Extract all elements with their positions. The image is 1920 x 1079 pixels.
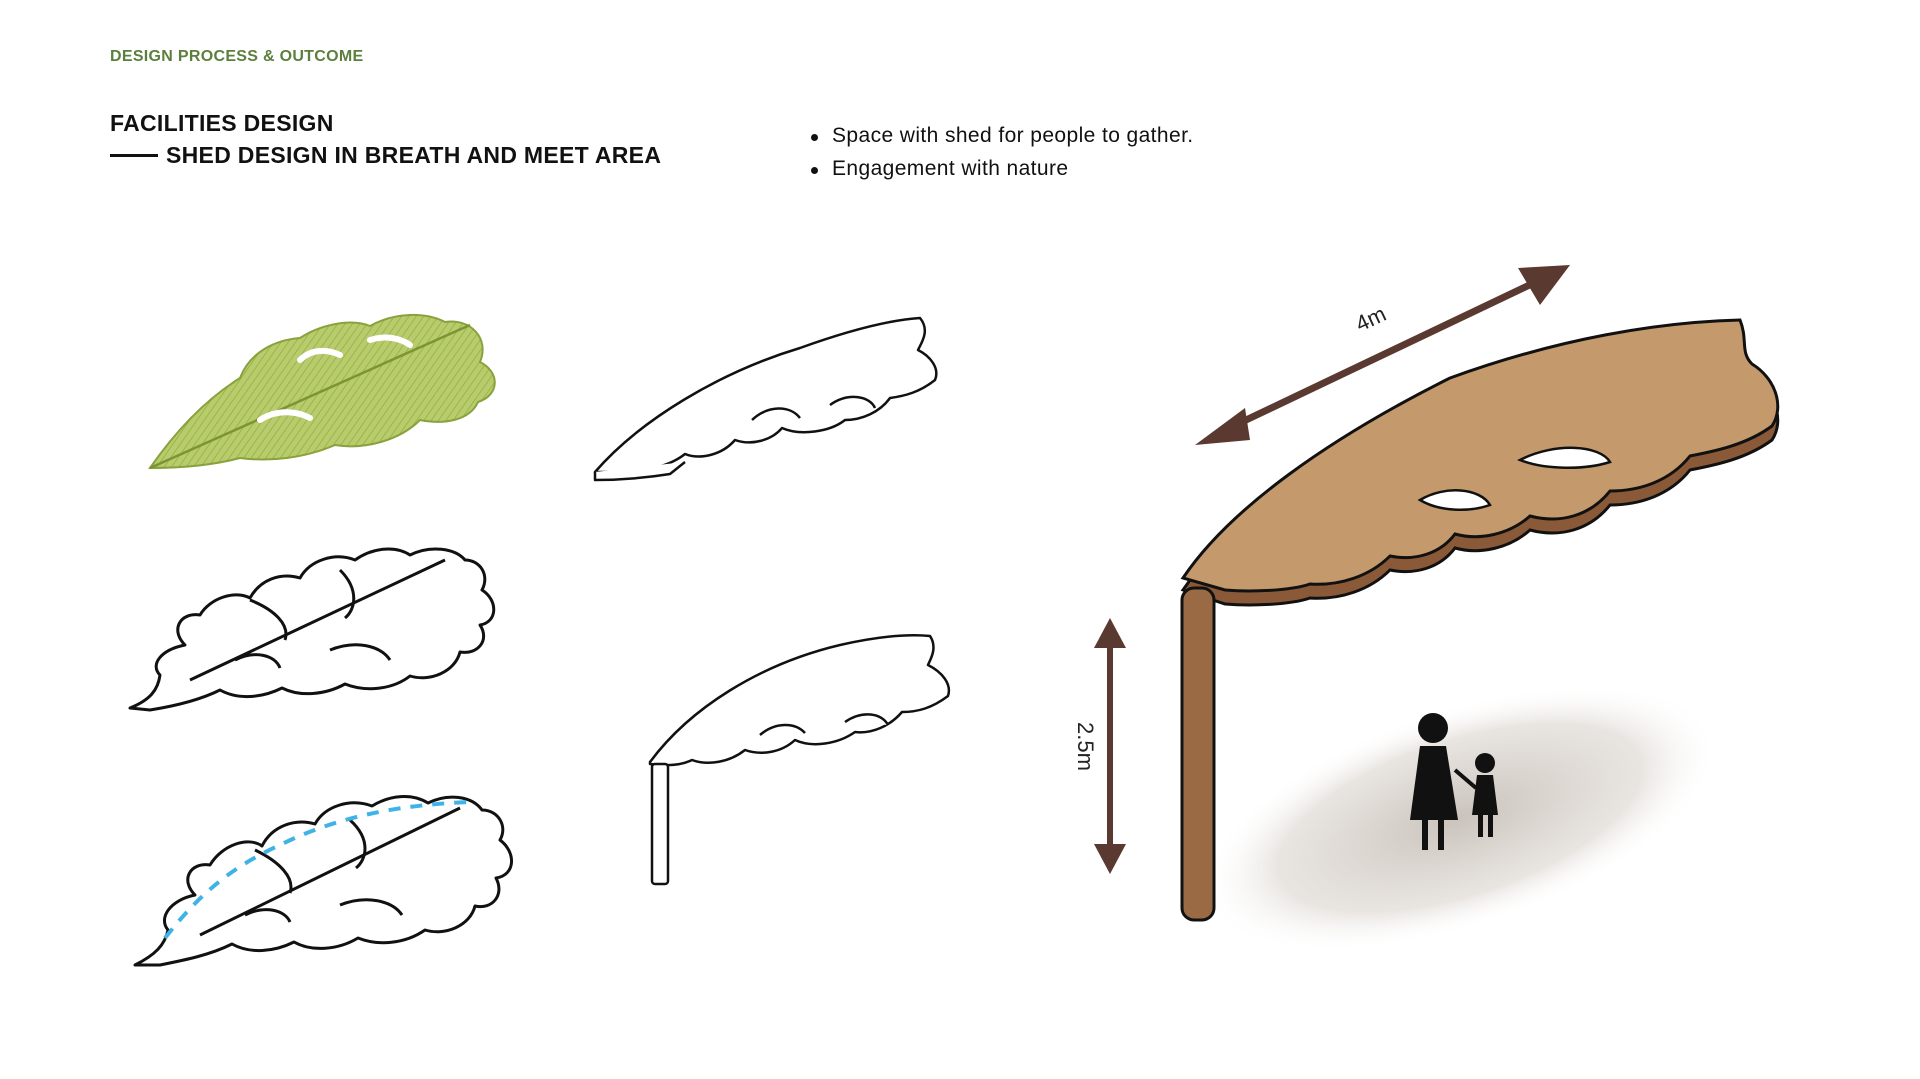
- post: [650, 762, 670, 886]
- width-dimension: 4m: [1195, 265, 1570, 445]
- width-arrow-line: [1223, 276, 1542, 434]
- leaf-outline-lobes: [244, 818, 404, 923]
- leaf-outline: [128, 547, 496, 712]
- shed-illustration: [1180, 318, 1780, 952]
- adult-leg: [1422, 820, 1428, 850]
- leaf-outline: [133, 795, 513, 967]
- leaf-outline-guide-sketch: [133, 795, 513, 967]
- adult-body: [1410, 746, 1458, 820]
- height-dimension: 2.5m: [1073, 618, 1126, 874]
- width-label: 4m: [1352, 301, 1390, 337]
- guide-curve: [163, 800, 471, 940]
- leaf-midrib: [149, 323, 471, 470]
- leaf-outline-midrib: [199, 806, 461, 937]
- height-label: 2.5m: [1073, 722, 1098, 771]
- page-title: FACILITIES DESIGN: [110, 110, 334, 136]
- title-dash: [110, 154, 158, 157]
- height-arrow-head-bottom: [1094, 844, 1126, 874]
- leaf-outline-midrib: [189, 558, 446, 682]
- width-arrow-head-left: [1195, 408, 1250, 445]
- leaf-lobe-gaps: [257, 334, 413, 423]
- bullet-list: Space with shed for people to gather. En…: [808, 124, 1194, 190]
- canopy-top: [593, 316, 938, 474]
- child-body: [1472, 775, 1498, 815]
- canopy-top: [648, 634, 951, 767]
- canopy-post-sketch: [648, 634, 951, 886]
- page-subtitle-text: SHED DESIGN IN BREATH AND MEET AREA: [166, 142, 662, 168]
- bullet-item: Space with shed for people to gather.: [808, 124, 1194, 148]
- canopy-holes: [751, 395, 877, 421]
- bullet-item: Engagement with nature: [808, 157, 1194, 181]
- child-head: [1475, 753, 1495, 773]
- page-subtitle: SHED DESIGN IN BREATH AND MEET AREA: [110, 142, 661, 169]
- leaf-reference-illustration: [148, 314, 496, 470]
- width-arrow-head-right: [1518, 265, 1570, 305]
- post: [1180, 586, 1216, 922]
- canopy-top: [1180, 318, 1780, 593]
- ground-shadow: [1200, 684, 1720, 952]
- canopy-holes: [1417, 446, 1612, 511]
- canopy-holes: [759, 713, 890, 736]
- people-silhouette: [1410, 713, 1498, 850]
- leaf-outline-sketch: [128, 547, 496, 712]
- child-leg: [1488, 815, 1493, 837]
- canopy-sketch: [593, 316, 938, 482]
- child-leg: [1478, 815, 1483, 837]
- adult-head: [1418, 713, 1448, 743]
- height-arrow-head-top: [1094, 618, 1126, 648]
- holding-hands: [1453, 768, 1478, 790]
- adult-leg: [1438, 820, 1444, 850]
- canopy-edge: [593, 461, 686, 482]
- leaf-outline-lobes: [234, 568, 392, 669]
- section-label: DESIGN PROCESS & OUTCOME: [110, 48, 364, 65]
